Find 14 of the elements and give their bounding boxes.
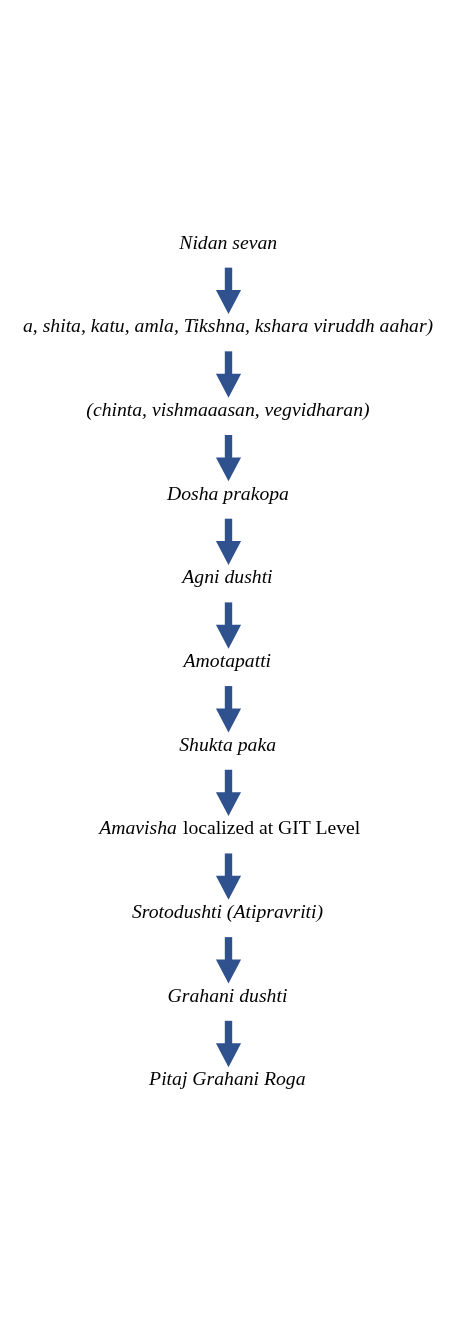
node-text: Agni dushti [182,565,273,588]
node-text: Amotapatti [183,648,272,671]
node-text: Grahani dushti [167,983,288,1006]
node-text: Amavisha localized at GIT Level [99,816,361,839]
node-text: Dosha prakopa [166,481,289,504]
node-text: Nidan sevan [179,230,278,253]
node-text: (chinta, vishmaaasan, vegvidharan) [86,397,370,420]
arrow [215,769,242,817]
arrow [215,1020,242,1068]
node-text: Srotodushti (Atipravriti) [131,900,324,922]
node-text: a, shita, katu, amla, Tikshna, kshara viruddh aahar) [22,314,434,337]
node-text: Shukta paka [179,732,277,755]
node-text: Pitaj Grahani Roga [149,1067,306,1090]
arrow [215,518,242,566]
